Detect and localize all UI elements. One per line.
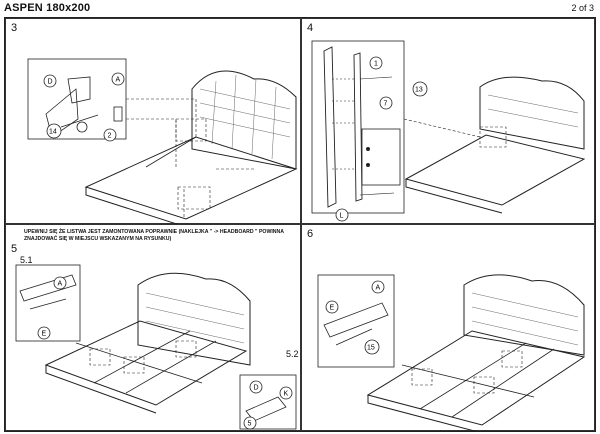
callout-L-label: L [340, 213, 344, 220]
callout-15-6-label: 15 [367, 345, 375, 352]
callout-7-label: 7 [384, 101, 388, 108]
step-6-panel: 6 A E 15 [301, 224, 595, 432]
page-number: 2 of 3 [571, 3, 594, 13]
callout-E-6 [325, 300, 339, 314]
callout-K-5 [279, 386, 293, 400]
headboard-drawing-6 [463, 274, 585, 356]
headboard-drawing [191, 70, 297, 170]
callout-1 [369, 56, 383, 70]
callout-5-5-label: 5 [248, 421, 252, 428]
callout-13 [412, 81, 428, 97]
callout-A-6-label: A [376, 285, 381, 292]
callout-A-label: A [116, 77, 121, 84]
step-3-panel: 3 D A 14 2 [5, 18, 301, 225]
headboard-drawing-4 [479, 76, 585, 150]
step-3-number: 3 [11, 22, 18, 34]
callout-A-5 [53, 276, 67, 290]
callout-A-5-label: A [58, 281, 63, 288]
step-5-2-label: 5.2 [286, 349, 299, 359]
step-6-detail-box [317, 274, 395, 368]
step-5-1-label: 5.1 [20, 255, 33, 265]
step-4-detail-box [311, 40, 405, 214]
side-rail-drawing [323, 46, 337, 208]
callout-E-5-label: E [42, 331, 47, 338]
callout-E-5 [37, 326, 51, 340]
step-5-2-detail-box [239, 374, 297, 430]
callout-1-label: 1 [374, 61, 378, 68]
callout-D-label: D [48, 79, 53, 86]
callout-D-5 [249, 380, 263, 394]
callout-A [111, 72, 125, 86]
callout-E-6-label: E [330, 305, 335, 312]
callout-5-5 [243, 416, 257, 430]
callout-2-label: 2 [108, 133, 112, 140]
callout-2 [103, 128, 117, 142]
step-4-number: 4 [307, 22, 314, 34]
bed-frame-drawing [84, 136, 298, 220]
step-5-1-detail-box [15, 264, 81, 342]
callout-14 [46, 123, 62, 139]
step-4-illustration: 1 7 13 L [311, 40, 586, 222]
callout-13-label: 13 [415, 87, 423, 94]
callout-A-6 [371, 280, 385, 294]
bed-frame-drawing-5 [44, 320, 248, 406]
step-6-number: 6 [307, 228, 314, 240]
headboard-drawing-5 [137, 272, 251, 366]
callout-L [335, 208, 349, 222]
step-5-illustration: A E D K 5 [15, 264, 297, 430]
bed-frame-drawing-4 [404, 134, 586, 206]
instruction-sheet: 3 D A 14 2 [4, 17, 596, 432]
step-5-note: UPEWNIJ SIĘ ŻE LISTWA JEST ZAMONTOWANA P… [24, 229, 284, 242]
callout-7 [379, 96, 393, 110]
step-6-illustration: A E 15 [317, 274, 586, 432]
step-5-panel: UPEWNIJ SIĘ ŻE LISTWA JEST ZAMONTOWANA P… [5, 224, 301, 431]
callout-14-label: 14 [49, 129, 57, 136]
callout-D-5-label: D [254, 385, 259, 392]
step-5-number: 5 [11, 243, 18, 255]
step-3-illustration: D A 14 2 [27, 58, 298, 225]
callout-15-6 [364, 339, 380, 355]
step-4-panel: 4 1 7 13 L [301, 18, 595, 224]
washer-drawing [76, 121, 88, 133]
callout-K-5-label: K [284, 391, 289, 398]
callout-D [43, 74, 57, 88]
bed-frame-drawing-6 [366, 330, 586, 426]
document-title: ASPEN 180x200 [4, 2, 91, 14]
